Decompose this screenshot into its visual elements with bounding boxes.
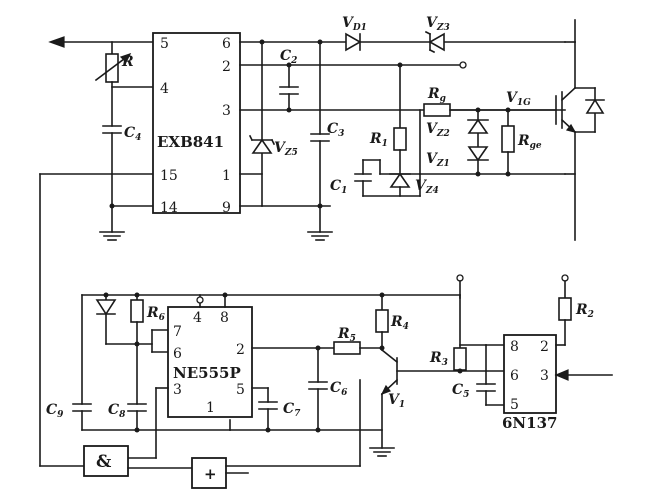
label-v1: V1: [388, 392, 405, 410]
opto-pin8: 8: [510, 339, 519, 355]
ne555-pin5: 5: [236, 382, 245, 398]
label-c9: C9: [46, 402, 64, 420]
amplifier-block: [191, 457, 227, 489]
exb841-pin5: 5: [160, 36, 169, 52]
label-c3: C3: [327, 121, 344, 139]
ne555-pin7: 7: [173, 324, 182, 340]
label-c2: C2: [280, 48, 297, 66]
resistor-r4: [375, 309, 389, 333]
label-r5: R5: [337, 326, 356, 344]
label-rg: Rg: [427, 86, 446, 104]
zener-vz3: [428, 32, 445, 52]
exb841-pin1: 1: [222, 168, 231, 184]
label-vd1: VD1: [342, 15, 367, 33]
ne555-label: NE555P: [173, 364, 241, 382]
ne555-section: [72, 274, 613, 489]
resistor-rg: [423, 103, 451, 117]
diode-r6-bypass: [95, 299, 117, 316]
resistor-r1: [393, 127, 407, 151]
label-vz3: VZ3: [426, 15, 450, 33]
label-vz5: VZ5: [274, 140, 298, 158]
label-v1g: V1G: [506, 90, 531, 108]
transistor-v1: [380, 348, 399, 364]
freewheel-diode: [585, 98, 605, 114]
exb841-pin14: 14: [160, 200, 178, 216]
vcc-terminal-2: [561, 274, 569, 282]
label-c8: C8: [108, 402, 126, 420]
exb841-pin9: 9: [222, 200, 231, 216]
exb841-pin4: 4: [160, 81, 169, 97]
ne555-pin8: 8: [220, 310, 229, 326]
ne555-pin3: 3: [173, 382, 182, 398]
label-vz1: VZ1: [426, 151, 450, 169]
opto-label: 6N137: [502, 414, 557, 432]
optocoupler-6n137: [503, 334, 557, 414]
opto-pin2: 2: [540, 339, 549, 355]
diode-vd1: [345, 32, 362, 52]
amp-symbol: +: [204, 465, 217, 483]
resistor-r2: [558, 297, 572, 321]
label-c7: C7: [283, 401, 301, 419]
exb841-label: EXB841: [157, 133, 224, 151]
output-arrow-icon: [48, 36, 65, 48]
label-c4: C4: [124, 125, 141, 143]
and-gate: [83, 445, 129, 477]
label-r2: R2: [575, 302, 594, 320]
vcc-terminal-1: [456, 274, 464, 282]
exb841-pin6: 6: [222, 36, 231, 52]
label-r1: R1: [369, 131, 388, 149]
and-gate-symbol: &: [96, 452, 112, 472]
component-labels: R C4 C2 C3 VZ5 VD1 VZ3 R1 C1 VZ4 Rg VZ2 …: [46, 15, 594, 420]
label-vz4: VZ4: [415, 178, 439, 196]
ic-labels: EXB841 5 6 4 2 3 15 1 14 9 NE555P 4 8 7 …: [96, 36, 557, 483]
ne555-ic: [167, 306, 253, 418]
label-rge: Rge: [517, 133, 542, 151]
variable-arrow: [94, 54, 130, 82]
exb841-pin2: 2: [222, 59, 231, 75]
label-vz2: VZ2: [426, 121, 450, 139]
resistor-rge: [501, 125, 515, 153]
opto-pin6: 6: [510, 368, 519, 384]
label-c6: C6: [330, 380, 348, 398]
exb841-section: [39, 19, 605, 467]
label-r6: R6: [146, 305, 166, 323]
label-c5: C5: [452, 382, 469, 400]
exb841-pin3: 3: [222, 103, 231, 119]
label-r: R: [121, 54, 134, 70]
terminal-pin2: [459, 61, 467, 69]
input-arrow-icon: [554, 369, 569, 381]
zener-vz4: [389, 172, 411, 188]
resistor-r3: [453, 347, 467, 371]
opto-pin5: 5: [510, 397, 519, 413]
zener-vz1: [467, 146, 489, 162]
ne555-pin2: 2: [236, 342, 245, 358]
exb841-ic: [152, 32, 241, 214]
label-c1: C1: [330, 178, 347, 196]
resistor-r6: [130, 299, 144, 323]
opto-pin3: 3: [540, 368, 549, 384]
ne555-pin6: 6: [173, 346, 182, 362]
ne555-pin4: 4: [193, 310, 202, 326]
zener-vz2: [467, 118, 489, 134]
resistor-r5: [333, 341, 361, 355]
label-r4: R4: [390, 314, 409, 332]
exb841-pin15: 15: [160, 168, 178, 184]
ne555-pin1: 1: [206, 400, 215, 416]
label-r3: R3: [429, 350, 448, 368]
